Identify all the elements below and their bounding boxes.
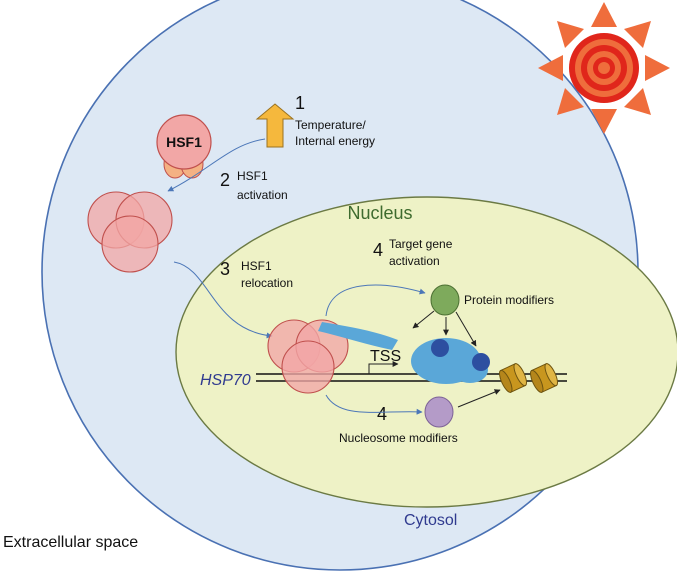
- hsf1-trimer-cytosol: [87, 191, 173, 273]
- step1-label-line2: Internal energy: [295, 134, 375, 148]
- step1-label-line1: Temperature/: [295, 118, 366, 132]
- extracellular-label: Extracellular space: [3, 534, 138, 551]
- rna-polymerase-icon: [318, 322, 490, 384]
- modifier-arrow-right: [455, 311, 477, 347]
- step3-label-line2: relocation: [241, 276, 293, 290]
- nucleosome-icon-1: [499, 363, 527, 393]
- modifier-arrow-left: [412, 310, 435, 329]
- up-arrow-icon: [255, 103, 295, 148]
- target-gene-connector: [325, 284, 426, 317]
- protein-modifier-icon: [430, 284, 460, 316]
- step2-number: 2: [220, 170, 230, 190]
- sun-icon: [538, 2, 670, 134]
- nucleus-label: Nucleus: [347, 203, 412, 223]
- nucleosome-modifier-icon: [424, 396, 454, 428]
- tss-arrow: [368, 361, 399, 374]
- step1-number: 1: [295, 93, 305, 113]
- step3-label-line1: HSF1: [241, 259, 272, 273]
- step3-number: 3: [220, 259, 230, 279]
- protein-modifiers-label: Protein modifiers: [464, 293, 554, 307]
- step2-label-line1: HSF1: [237, 169, 268, 183]
- nucleosome-icon-2: [530, 363, 558, 393]
- step4a-number: 4: [373, 240, 383, 260]
- cytosol-label: Cytosol: [404, 512, 457, 529]
- step4a-label-line2: activation: [389, 254, 440, 268]
- relocation-connector: [173, 261, 273, 339]
- tss-label: TSS: [370, 348, 401, 365]
- step2-label-line2: activation: [237, 188, 288, 202]
- step4a-label-line1: Target gene: [389, 237, 453, 251]
- hsp70-gene-label: HSP70: [200, 372, 251, 389]
- nucleosome-connector: [325, 394, 423, 415]
- hsf1-label: HSF1: [166, 134, 202, 150]
- step4b-number: 4: [377, 404, 387, 424]
- activation-connector: [167, 138, 266, 192]
- hsf1-trimer-nucleus: [267, 319, 349, 394]
- nucleosome-modifier-arrow: [457, 389, 501, 408]
- hsf1-monomer: HSF1: [156, 114, 212, 179]
- nucleosome-modifiers-label: Nucleosome modifiers: [339, 431, 458, 445]
